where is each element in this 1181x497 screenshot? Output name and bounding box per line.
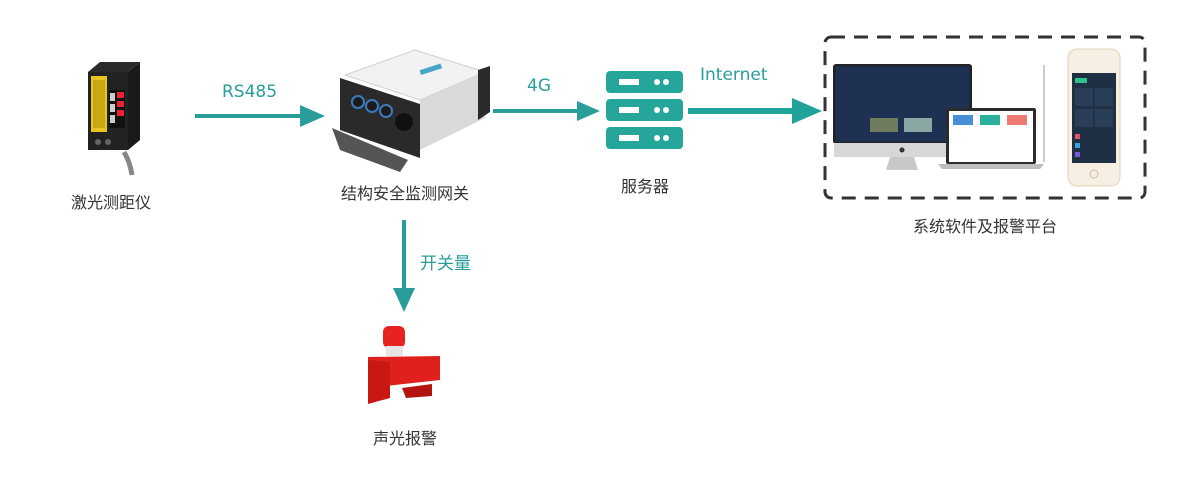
arrow-gateway-to-server	[493, 101, 600, 121]
edge-label-switch: 开关量	[420, 254, 471, 274]
siren-icon	[368, 326, 440, 404]
edge-label-internet: Internet	[700, 65, 768, 85]
edge-label-4g: 4G	[527, 76, 551, 96]
platform-frame	[823, 35, 1147, 200]
arrow-server-to-platform	[688, 98, 822, 124]
laser-rangefinder-icon	[88, 62, 140, 176]
server-label: 服务器	[620, 177, 669, 196]
arrow-sensor-to-gateway	[195, 105, 325, 127]
server-icon	[606, 71, 683, 149]
gateway-device-icon	[332, 49, 490, 172]
platform-label: 系统软件及报警平台	[912, 217, 1057, 236]
arrow-gateway-to-alarm	[393, 220, 415, 312]
alarm-label: 声光报警	[372, 429, 437, 448]
gateway-label: 结构安全监测网关	[340, 184, 469, 203]
edge-label-rs485: RS485	[222, 82, 278, 102]
monitor-laptop-phone-icon	[833, 48, 1121, 187]
sensor-label: 激光测距仪	[70, 193, 151, 212]
